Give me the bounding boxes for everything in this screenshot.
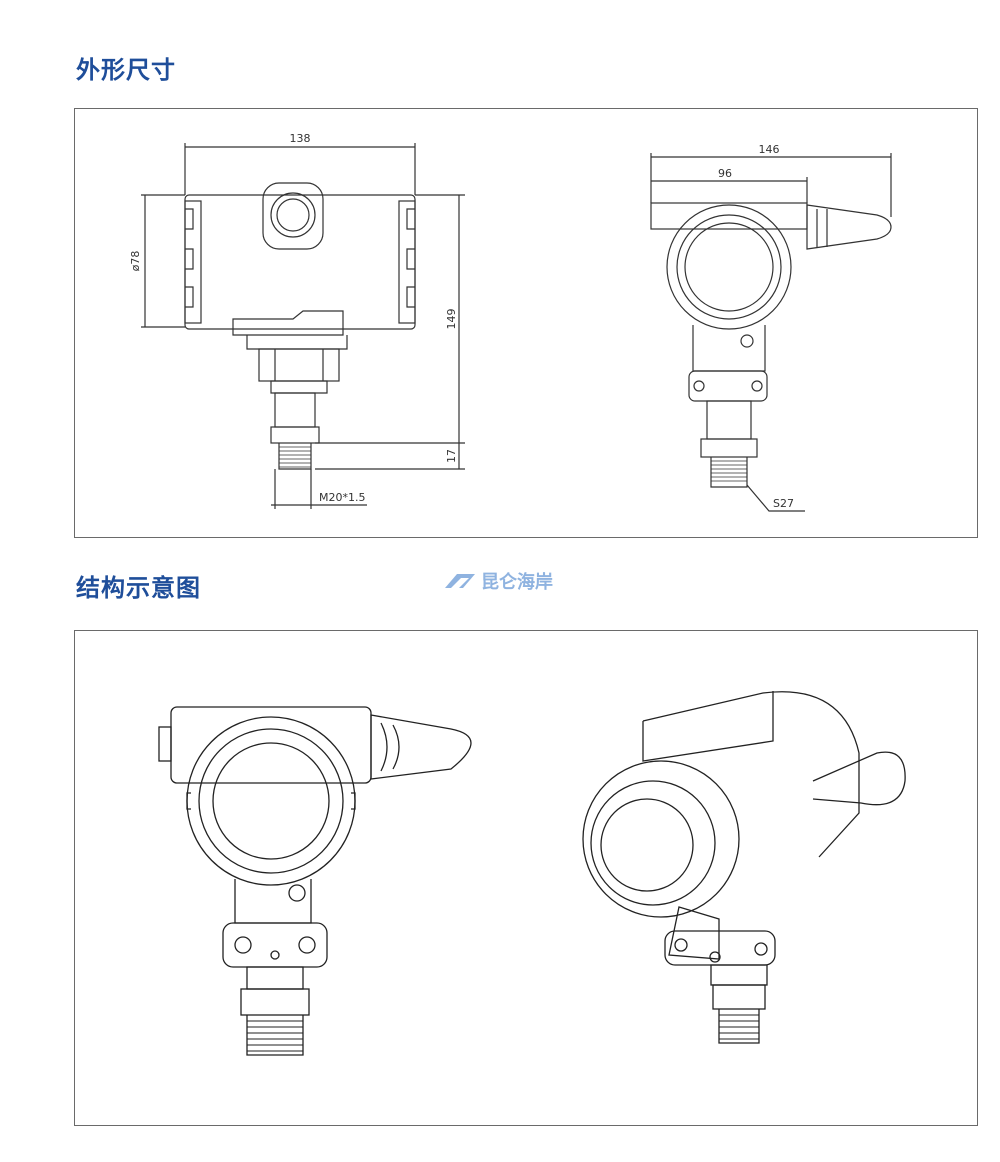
dim-side-partial: 96 <box>718 167 732 180</box>
dimension-drawing-panel: 138 ø78 149 17 M20*1.5 146 96 S27 <box>74 108 978 538</box>
logo-text: 昆仑海岸 <box>481 572 553 593</box>
dim-height: 149 <box>445 309 458 330</box>
dim-diameter: ø78 <box>129 251 142 272</box>
structure-drawing-panel <box>74 630 978 1126</box>
front-view-drawing <box>141 143 465 509</box>
dim-thread-length: 17 <box>445 449 458 463</box>
section-title-dimensions: 外形尺寸 <box>76 56 176 84</box>
dim-thread: M20*1.5 <box>319 491 365 504</box>
company-logo: 昆仑海岸 <box>443 568 553 594</box>
dim-side-total: 146 <box>759 143 780 156</box>
logo-icon <box>445 574 475 588</box>
section-title-structure: 结构示意图 <box>76 574 201 602</box>
front-illustration <box>158 706 472 1056</box>
dim-front-width: 138 <box>290 132 311 145</box>
side-view-drawing <box>650 153 892 512</box>
dim-wrench: S27 <box>773 497 794 510</box>
perspective-illustration <box>582 691 906 1044</box>
